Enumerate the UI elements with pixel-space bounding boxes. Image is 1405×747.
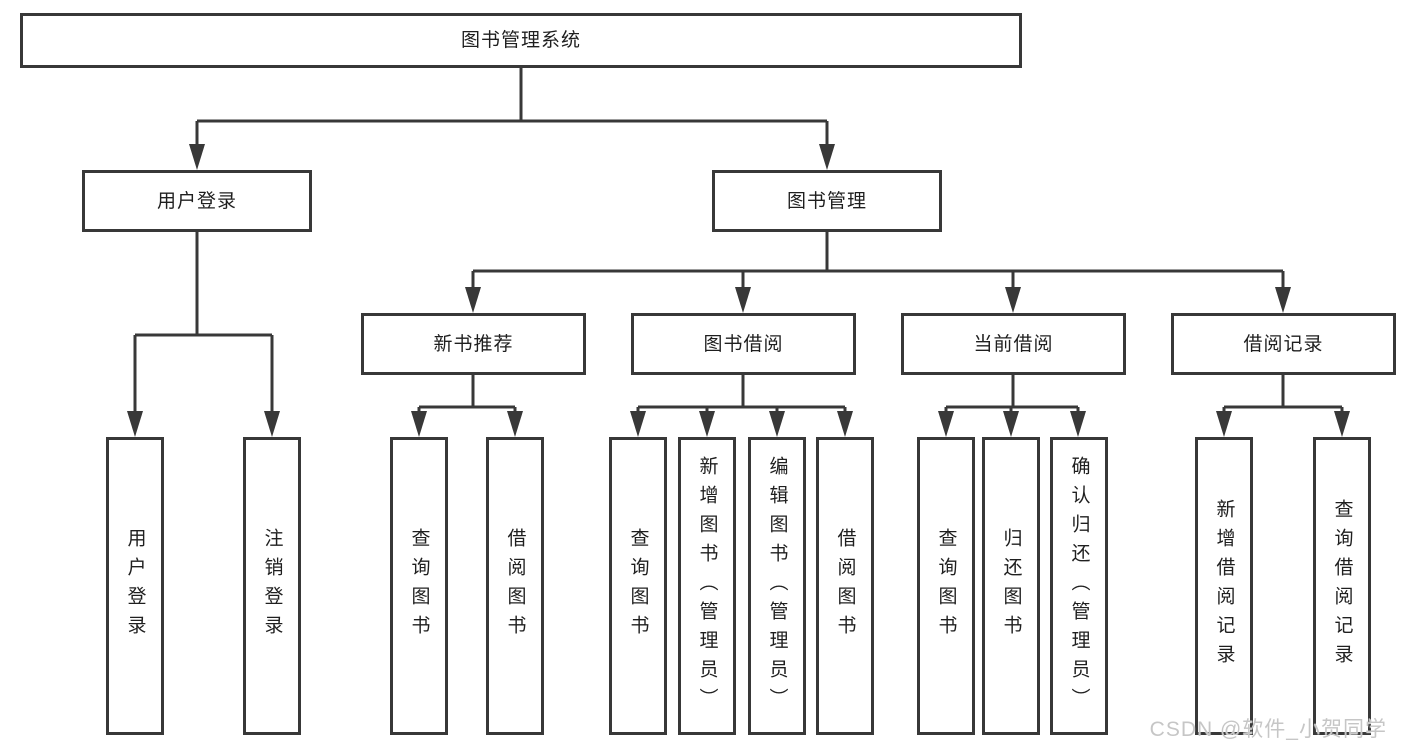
- node-query-books-recommend: 查询图书: [390, 437, 448, 735]
- connector-user-login: [127, 232, 280, 437]
- node-add-borrow-record: 新增借阅记录: [1195, 437, 1253, 735]
- node-label: 查询借阅记录: [1331, 499, 1353, 673]
- node-label: 新增借阅记录: [1213, 499, 1235, 673]
- connector-new-book-recommend: [411, 375, 523, 437]
- node-query-books-borrow: 查询图书: [609, 437, 667, 735]
- node-root: 图书管理系统: [20, 13, 1022, 68]
- node-label: 新增图书（管理员）: [696, 455, 718, 717]
- node-label: 注销登录: [261, 528, 283, 644]
- node-label: 查询图书: [627, 528, 649, 644]
- node-add-books-admin: 新增图书（管理员）: [678, 437, 736, 735]
- node-logout-leaf: 注销登录: [243, 437, 301, 735]
- connector-borrow-records: [1216, 375, 1350, 437]
- node-edit-books-admin: 编辑图书（管理员）: [748, 437, 806, 735]
- connector-book-borrow: [630, 375, 853, 437]
- node-label: 借阅图书: [504, 528, 526, 644]
- connector-root: [189, 68, 835, 170]
- node-return-books: 归还图书: [982, 437, 1040, 735]
- node-label: 确认归还（管理员）: [1068, 455, 1090, 717]
- node-current-borrow: 当前借阅: [901, 313, 1126, 375]
- node-confirm-return-admin: 确认归还（管理员）: [1050, 437, 1108, 735]
- node-label: 查询图书: [935, 528, 957, 644]
- node-borrow-records: 借阅记录: [1171, 313, 1396, 375]
- node-borrow-books-recommend: 借阅图书: [486, 437, 544, 735]
- node-label: 用户登录: [124, 528, 146, 644]
- node-label: 借阅图书: [834, 528, 856, 644]
- node-query-borrow-record: 查询借阅记录: [1313, 437, 1371, 735]
- node-label: 查询图书: [408, 528, 430, 644]
- node-borrow-books-leaf: 借阅图书: [816, 437, 874, 735]
- connector-current-borrow: [938, 375, 1086, 437]
- node-label: 归还图书: [1000, 528, 1022, 644]
- watermark-text: CSDN @软件_小贺同学: [1149, 718, 1387, 741]
- node-label: 编辑图书（管理员）: [766, 455, 788, 717]
- node-user-login-leaf: 用户登录: [106, 437, 164, 735]
- node-new-book-recommend: 新书推荐: [361, 313, 586, 375]
- connector-book-management: [465, 232, 1291, 313]
- node-book-borrow: 图书借阅: [631, 313, 856, 375]
- node-user-login: 用户登录: [82, 170, 312, 232]
- node-book-management: 图书管理: [712, 170, 942, 232]
- node-query-books-current: 查询图书: [917, 437, 975, 735]
